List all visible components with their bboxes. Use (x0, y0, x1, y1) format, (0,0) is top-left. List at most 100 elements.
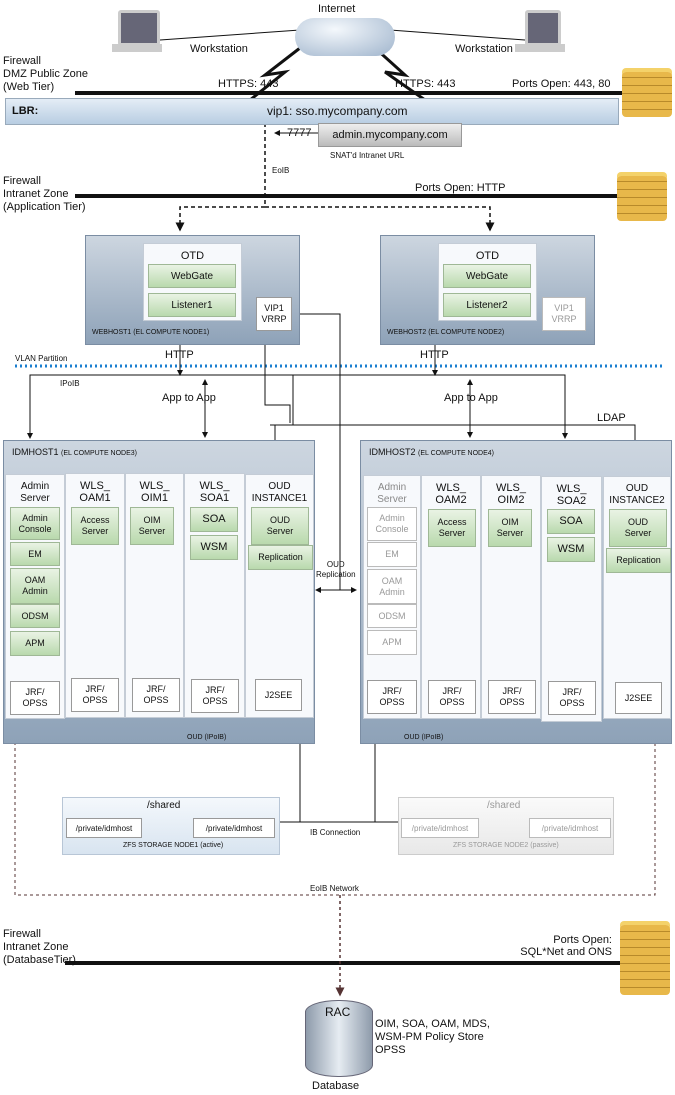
eoib-label: EoIB (272, 166, 290, 175)
http-left: HTTP (165, 349, 194, 361)
column-head: WLS_ SOA2 (556, 483, 587, 507)
ib1 (278, 742, 301, 823)
soa: SOA (547, 509, 595, 534)
database-icon (305, 1000, 373, 1077)
column-head: WLS_ SOA1 (199, 480, 230, 504)
workstation-left-label: Workstation (190, 43, 248, 55)
vlan-label: VLAN Partition (15, 354, 68, 363)
wsm: WSM (190, 535, 238, 560)
wsm: WSM (547, 537, 595, 562)
fw3-ports: Ports Open: SQL*Net and ONS (520, 934, 612, 958)
private-dir: /private/idmhost (193, 818, 275, 838)
firewall-icon (622, 72, 672, 117)
idmhost2: IDMHOST2 (EL COMPUTE NODE4) Admin Server… (360, 440, 672, 744)
lbr-to-webhost2 (265, 206, 495, 232)
host-subtitle: (EL COMPUTE NODE4) (418, 450, 495, 457)
workstation-left-base (112, 44, 162, 52)
em: EM (10, 542, 60, 566)
admin-console: Admin Console (367, 507, 417, 541)
idmhost1: IDMHOST1 (EL COMPUTE NODE3) Admin Server… (3, 440, 315, 744)
http-right: HTTP (420, 349, 449, 361)
ws-right-link (389, 29, 526, 41)
webhost2: OTD WebGate Listener2 VIP1 VRRP WEBHOST2… (380, 235, 595, 345)
vip-ldap (295, 313, 341, 590)
shared-label: /shared (147, 800, 181, 811)
odsm: ODSM (367, 604, 417, 628)
ldap-label: LDAP (597, 412, 626, 424)
column-head: WLS_ OAM1 (79, 480, 111, 504)
column-head: Admin Server (20, 481, 50, 504)
oim-server: OIM Server (488, 509, 532, 547)
vip-vrrp: VIP1 VRRP (256, 297, 292, 331)
db-stores: OIM, SOA, OAM, MDS, WSM-PM Policy Store … (375, 1018, 490, 1056)
lbr-to-webhosts (175, 123, 266, 232)
workstation-left-icon (118, 10, 160, 46)
vrrp-link (264, 330, 291, 423)
eoib-network-label: EoIB Network (310, 884, 359, 893)
j2see: J2SEE (255, 679, 302, 711)
vip-vrrp: VIP1 VRRP (542, 297, 586, 331)
firewall-icon (617, 176, 667, 221)
jrf-opss: JRF/ OPSS (367, 680, 417, 714)
listener: Listener2 (443, 293, 531, 317)
lbr-bar (5, 98, 619, 125)
rac-label: RAC (325, 1005, 351, 1019)
column-head: OUD INSTANCE2 (609, 483, 665, 506)
fw1-label: Firewall DMZ Public Zone (Web Tier) (3, 55, 88, 93)
apm: APM (10, 631, 60, 656)
otd-label: OTD (475, 250, 500, 262)
webgate: WebGate (443, 264, 531, 288)
workstation-right-label: Workstation (455, 43, 513, 55)
snat-label: SNAT'd Intranet URL (330, 151, 405, 160)
fw2-ports: Ports Open: HTTP (415, 182, 506, 194)
ib-connection-label: IB Connection (310, 828, 361, 837)
column-head: OUD INSTANCE1 (251, 481, 308, 504)
fw3-label: Firewall Intranet Zone (DatabaseTier) (3, 928, 76, 966)
private-dir: /private/idmhost (66, 818, 142, 838)
lbr-port: 7777 (287, 127, 312, 139)
https-right-bolt (373, 46, 426, 102)
app-to-app-right: App to App (444, 392, 498, 404)
host-title: IDMHOST2 (EL COMPUTE NODE4) (369, 447, 494, 457)
apm: APM (367, 630, 417, 655)
bus-label: OUD (IPoIB) (187, 734, 227, 741)
zfs-label: ZFS STORAGE NODE1 (active) (123, 842, 224, 849)
database-label: Database (312, 1080, 360, 1092)
otd-label: OTD (180, 250, 205, 262)
column-head: WLS_ OAM2 (435, 482, 467, 506)
oud-server: OUD Server (251, 507, 309, 545)
app-to-app-left: App to App (162, 392, 216, 404)
internet-label: Internet (318, 3, 356, 15)
oud-replication-label: OUD Replication (316, 560, 356, 579)
jrf-opss: JRF/ OPSS (10, 681, 60, 715)
ipoib-label: IPoIB (60, 379, 80, 388)
column-head: WLS_ OIM1 (139, 480, 170, 504)
host-name: IDMHOST2 (369, 447, 416, 457)
bus-label: OUD (IPoIB) (404, 734, 444, 741)
ipoib1 (27, 374, 180, 439)
ipoib2 (435, 374, 568, 439)
ib2 (374, 742, 398, 823)
jrf-opss: JRF/ OPSS (71, 678, 119, 712)
host-name: IDMHOST1 (12, 447, 59, 457)
jrf-opss: JRF/ OPSS (191, 679, 239, 713)
j2see: J2SEE (615, 682, 662, 714)
webgate: WebGate (148, 264, 236, 288)
cloud-icon (295, 18, 395, 56)
shared-label: /shared (487, 800, 521, 811)
workstation-right-base (515, 44, 565, 52)
webhost-title: WEBHOST2 (EL COMPUTE NODE2) (387, 329, 505, 336)
firewall-icon (620, 925, 670, 995)
oim-server: OIM Server (130, 507, 174, 545)
jrf-opss: JRF/ OPSS (548, 681, 596, 715)
admin-console: Admin Console (10, 507, 60, 540)
access-server: Access Server (71, 507, 119, 545)
jrf-opss: JRF/ OPSS (428, 680, 476, 714)
replication: Replication (248, 545, 313, 570)
column-head: WLS_ OIM2 (496, 482, 526, 506)
odsm: ODSM (10, 604, 60, 628)
https-left-bolt (249, 46, 301, 102)
replication: Replication (606, 548, 671, 573)
host-subtitle: (EL COMPUTE NODE3) (61, 450, 138, 457)
